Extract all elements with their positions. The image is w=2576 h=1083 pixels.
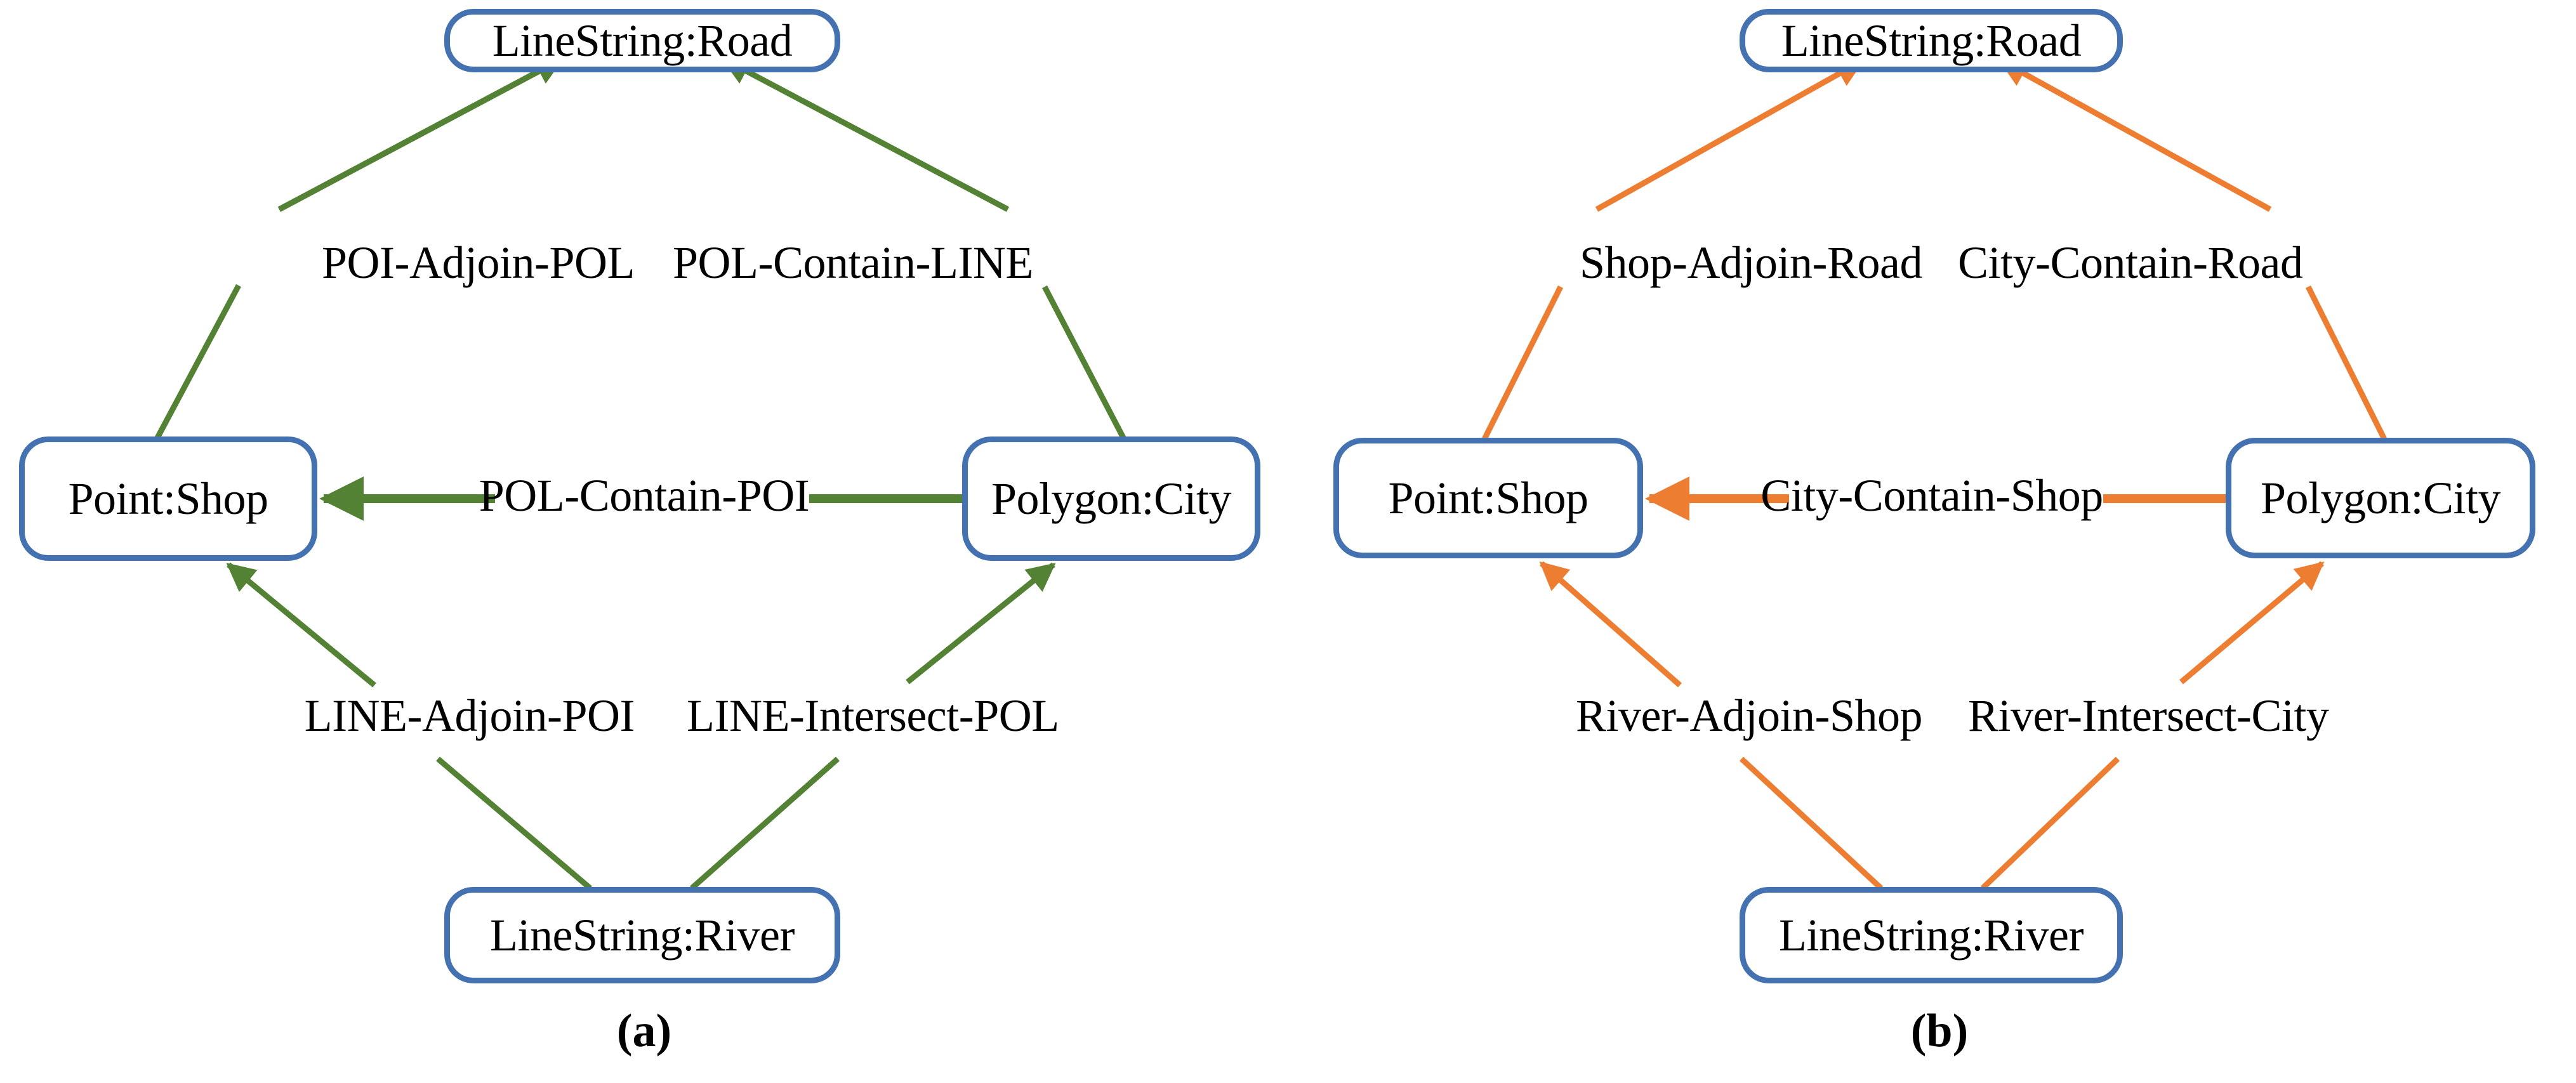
edge-city-to-road-arrow [1998, 58, 2272, 212]
edge-label-river-to-city: LINE-Intersect-POL [687, 690, 1059, 741]
edge-label-shop-to-road: POI-Adjoin-POL [322, 237, 635, 288]
edge-shop-to-road [1481, 285, 1564, 441]
edge-river-to-city-arrow [2179, 561, 2325, 685]
edge-river-to-shop-arrow [226, 562, 376, 688]
edge-river-to-shop [436, 756, 592, 891]
node-linestring-river[interactable]: LineString:River [444, 887, 840, 983]
edge-label-city-to-road: POL-Contain-LINE [673, 237, 1033, 288]
node-linestring-road[interactable]: LineString:Road [444, 9, 840, 72]
edge-label-city-to-road: City-Contain-Road [1958, 237, 2303, 288]
edge-label-river-to-shop: River-Adjoin-Shop [1575, 690, 1923, 741]
edge-river-to-city [1980, 756, 2120, 891]
panel-a-edges [155, 56, 1126, 891]
edge-label-city-to-shop: City-Contain-Shop [1760, 470, 2103, 521]
node-point-shop[interactable]: Point:Shop [19, 436, 317, 561]
edge-river-to-city-arrow [906, 562, 1056, 685]
edge-river-to-shop-arrow [1539, 561, 1682, 688]
edge-river-to-shop [1739, 756, 1884, 891]
panel-b-edges [1481, 58, 2388, 891]
panel-caption-a: (a) [0, 1008, 1288, 1054]
edge-shop-to-road-arrow [277, 56, 564, 212]
edge-label-river-to-city: River-Intersect-City [1968, 690, 2329, 741]
diagram-panel-a: LineString:Road Point:Shop Polygon:City … [0, 9, 1288, 1054]
panel-caption-b-text: (b) [1910, 1005, 1969, 1057]
panel-caption-b: (b) [1295, 1008, 2576, 1054]
edge-label-river-to-shop: LINE-Adjoin-POI [304, 690, 635, 741]
edge-shop-to-road-arrow [1595, 58, 1865, 212]
edge-river-to-city [690, 756, 840, 891]
edge-city-to-road-arrow [721, 56, 1010, 212]
panel-caption-a-text: (a) [616, 1005, 672, 1057]
node-point-shop[interactable]: Point:Shop [1333, 438, 1643, 558]
node-polygon-city[interactable]: Polygon:City [962, 436, 1260, 561]
node-polygon-city[interactable]: Polygon:City [2226, 438, 2535, 558]
edge-label-city-to-shop: POL-Contain-POI [479, 470, 810, 521]
edge-city-to-road [2305, 285, 2388, 441]
node-linestring-river[interactable]: LineString:River [1740, 887, 2123, 983]
node-linestring-road[interactable]: LineString:Road [1740, 9, 2123, 72]
diagram-panel-b: LineString:Road Point:Shop Polygon:City … [1288, 0, 2576, 1083]
edge-city-to-road [1042, 285, 1126, 440]
edge-label-shop-to-road: Shop-Adjoin-Road [1580, 237, 1922, 288]
